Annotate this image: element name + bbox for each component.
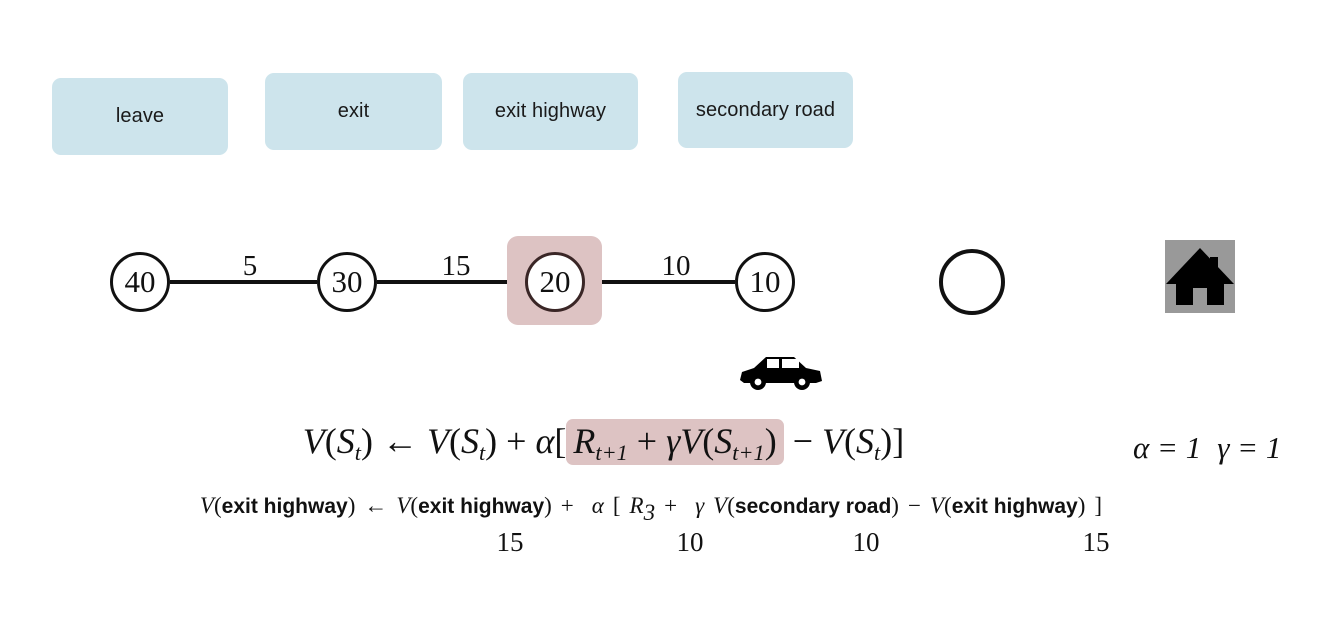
inst-plus: + [560,493,574,518]
state-box-secondary-road[interactable]: secondary road [678,72,853,148]
edge-label-15: 15 [441,250,471,282]
alpha-value: α = 1 [1133,430,1202,465]
state-box-leave[interactable]: leave [52,78,228,155]
inst-bracket-open: [ [612,493,621,518]
inst-v3: V [713,493,728,518]
inst-reward-r: R [629,493,644,518]
inst-state3: secondary road [734,495,892,518]
value-substitution: 15 [1082,527,1110,557]
graph-node-10[interactable]: 10 [735,252,795,312]
eq-lhs-v: V [302,421,325,461]
inst-state4: exit highway [951,495,1078,518]
edge-label-5: 5 [242,250,258,282]
inst-state2: exit highway [418,495,545,518]
inst-inner-plus: + [664,493,678,518]
state-box-label: leave [115,105,165,127]
inst-minus: − [907,493,921,518]
graph-node-empty[interactable] [939,249,1005,315]
inst-arrow: ← [364,493,388,518]
state-box-exit-highway[interactable]: exit highway [463,73,638,150]
edge-label-10: 10 [661,250,691,282]
eq-rhs-s: S [460,421,479,461]
eq-rhs-v: V [426,421,449,461]
inst-bracket-close: ] [1094,493,1103,518]
car-icon [736,352,824,390]
gamma-value: γ = 1 [1217,430,1282,465]
graph-node-30[interactable]: 30 [317,252,377,312]
eq-arrow: ← [381,421,418,461]
graph-node-label: 40 [124,264,156,299]
inst-alpha: α [591,493,604,518]
eq-bracket-open: [ [554,421,567,461]
edge-line-20-10 [585,280,735,284]
eq-plus: + [506,421,527,461]
eq-next-s: S [714,421,733,461]
eq-gamma: γ [666,421,681,461]
td-update-equation: V(St) ← V(St) + α[Rt+1 + γV(St+1) − V(St… [302,419,905,466]
value-substitution: 10 [852,527,880,557]
eq-inner-plus: + [636,421,658,461]
inst-v4: V [929,493,945,518]
state-box-label: secondary road [695,98,836,121]
edge-line-30-20 [377,280,525,284]
inst-state1: exit highway [221,495,348,518]
eq-next-sub: t+1 [732,440,765,466]
eq-last-v: V [822,421,845,461]
state-box-label: exit highway [494,100,607,122]
value-substitution: 15 [496,527,524,557]
eq-next-v: V [680,421,703,461]
eq-last-sub: t [874,440,881,466]
state-box-label: exit [337,100,370,122]
eq-lhs-open: ( [324,421,337,461]
inst-v1: V [199,493,214,518]
inst-gamma: γ [695,493,705,518]
graph-node-label: 10 [749,264,781,299]
state-value-graph: 40 30 20 10 5 15 10 [0,210,1317,410]
eq-bracket-close: ] [892,421,905,461]
hyperparameters: α = 1 γ = 1 [1133,430,1281,466]
eq-reward-r: R [573,421,596,461]
eq-lhs-close: ) [360,421,373,461]
house-icon [1165,240,1235,313]
eq-lhs-s: S [336,421,355,461]
eq-rhs-sub: t [478,440,486,466]
inst-reward-sub: 3 [643,500,656,526]
eq-alpha: α [535,421,555,461]
graph-node-40[interactable]: 40 [110,252,170,312]
eq-minus: − [792,421,814,461]
graph-node-label: 20 [539,264,571,299]
eq-td-target-highlight: Rt+1 + γV(St+1) [566,419,784,466]
eq-last-s: S [856,421,875,461]
value-substitution: 10 [676,527,704,557]
state-box-exit[interactable]: exit [265,73,442,150]
edge-line-40-30 [170,280,317,284]
eq-reward-sub: t+1 [595,440,628,466]
inst-v2: V [396,493,411,518]
graph-node-label: 30 [331,264,363,299]
graph-node-20[interactable]: 20 [525,252,585,312]
eq-lhs-sub: t [354,440,361,466]
